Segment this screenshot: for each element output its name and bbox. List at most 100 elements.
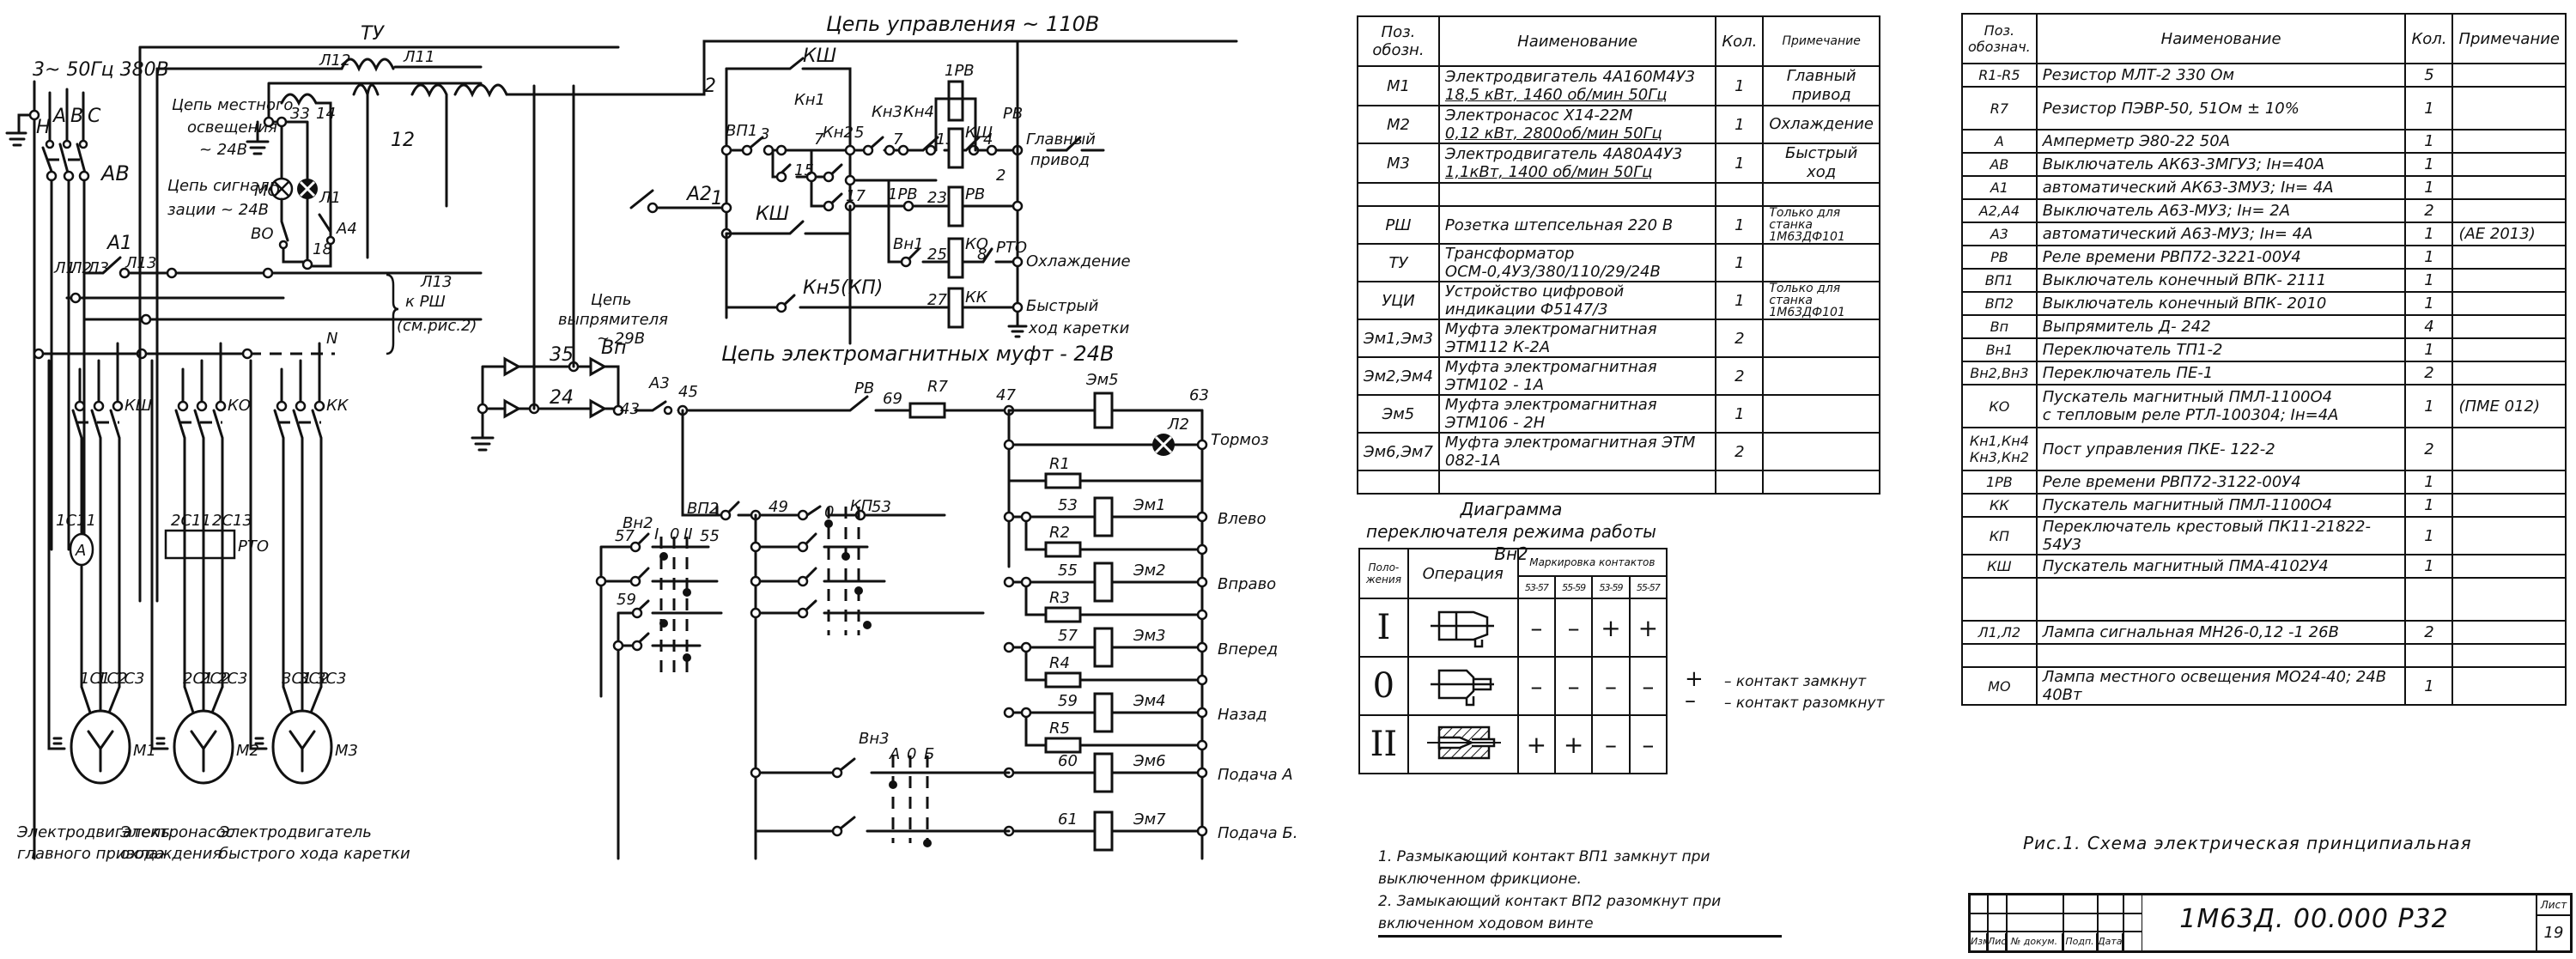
name-line: Пускатель магнитный ПМА-4102У4 [2042,557,2329,575]
name-line: Электронасос Х14-22М [1444,106,1633,124]
terminal-label: 3С2 [299,670,329,688]
name-line: Муфта электромагнитная ЭТМ 082-1А [1444,434,1696,470]
switch-position-label: II [683,525,693,543]
name-line: Электродвигатель 4А80А4У3 [1444,145,1683,163]
switch-position-label: А [889,745,900,763]
table-row: I––++ [1358,598,1668,658]
relay-coil-icon [947,237,964,279]
breaker-a1-label: А1 [106,233,132,254]
cell-contact-state: + [1628,598,1668,658]
wire-label: 25 [927,246,947,264]
contact-label: РВ [854,379,874,398]
sheet-box: Лист 19 [2536,895,2570,950]
col-qty: Кол. [2404,13,2454,64]
cell-pos: Вп [1961,314,2038,339]
cell-qty: 2 [2404,427,2454,471]
col-contact: 55-57 [1628,575,1668,599]
wire-label: 33 [290,105,310,123]
rectifier-block: Цепь выпрямителя ~ 29В Вп 35 24 43 [471,84,668,452]
col-pos: Поз. обознач. [1961,13,2038,64]
clutch-circuit: Цепь электромагнитных муфт - 24В А3 45 Р… [595,342,1297,860]
table-row [1357,182,1880,207]
diagram-title-line: Диаграмма [1460,499,1563,519]
cell-contact-state: – [1628,656,1668,716]
cell-pos: R7 [1961,86,2038,130]
wire-label: 59 [617,591,636,609]
table-row [1961,643,2567,668]
button-label: Кн4 [903,103,934,121]
name-line: 18,5 кВт, 1460 об/мин 50Гц [1444,86,1668,104]
cell-qty: 1 [1715,281,1765,320]
sheet-label: Лист [2537,895,2570,916]
name-line: Устройство цифровой индикации Ф5147/3 [1444,282,1625,319]
cell-note: (ПМЕ 012) [2451,384,2567,428]
wire-label: 2 [996,167,1005,185]
wire-label: 3 [760,125,769,143]
transformer-primary-icon [340,58,395,72]
button-label: Кн3 [872,103,902,121]
cell-note: Быстрый ход [1762,143,1880,184]
lamp-label: МО [254,182,280,200]
name-line: Реле времени РВП72-3221-00У4 [2042,248,2301,266]
wire-label: 2С13 [212,512,252,530]
contact-label: КШ [756,203,789,225]
cell-qty: 1 [2404,86,2454,130]
cell-operation [1406,656,1519,716]
cell-pos [1357,182,1440,207]
phase-b: В [70,106,83,127]
cell-qty: 2 [1715,356,1765,396]
cell-pos: РШ [1357,205,1440,245]
function-label: Вправо [1218,575,1276,593]
cell-qty: 2 [2404,361,2454,385]
clutch-coil-icon [1093,810,1114,852]
motor-caption: быстрого хода каретки [219,845,410,863]
cell-contact-state: + [1516,714,1557,774]
cell-name [2035,643,2407,668]
socket-note: к РШ [405,293,446,311]
cell-name [1437,470,1717,495]
col-contact: 55-59 [1553,575,1594,599]
name-line: Розетка штепсельная 220 В [1444,215,1674,234]
cell-name: Резистор ПЭВР-50, 51Ом ± 10% [2035,86,2407,130]
cell-qty: 1 [2404,493,2454,518]
terminal-label: 2С1 [183,670,213,688]
cell-pos: АВ [1961,152,2038,177]
star-connection-icon [289,730,316,773]
cell-note [2451,129,2567,154]
diagram-legend: +– контакт замкнут –– контакт разомкнут [1685,668,1884,713]
table-row: 0–––– [1358,656,1668,716]
function-label: Быстрый [1026,297,1099,315]
star-connection-icon [87,730,114,773]
cell-name: Муфта электромагнитная ЭТМ106 - 2Н [1437,394,1717,434]
cell-note [2451,620,2567,645]
col-position: Поло-жения [1358,548,1409,599]
cell-pos: R1-R5 [1961,63,2038,88]
supply-label: 3~ 50Гц 380В [33,59,169,81]
name-line: Реле времени РВП72-3122-00У4 [2042,473,2301,491]
cell-qty [2404,643,2454,668]
cell-contact-state: – [1516,598,1557,658]
cell-pos: А3 [1961,222,2038,246]
clutch-label: Эм5 [1085,371,1119,389]
terminal-label: 1С1 [80,670,110,688]
operation-icon [1430,669,1494,707]
wire-label: 69 [883,390,902,408]
ground-icon [47,359,66,750]
ground-icon [5,113,36,147]
resistor-label: R3 [1049,589,1070,607]
clutch-coil-icon [1093,391,1114,429]
cell-name: Амперметр Э80-22 50А [2035,129,2407,154]
line-label: Л13 [420,273,452,291]
terminal-label: 3С1 [282,670,312,688]
cell-pos: КК [1961,493,2038,518]
cell-note [2451,554,2567,579]
cell-note [2451,175,2567,200]
